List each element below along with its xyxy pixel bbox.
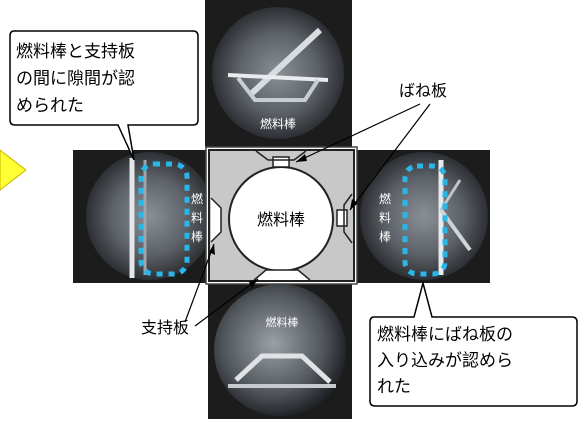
spring-arrow-top (295, 103, 421, 163)
support-plate-label: 支持板 (141, 318, 189, 337)
fuel-rod-label-bottom: 燃料棒 (266, 315, 299, 329)
fuel-rod-left-char-1: 燃 (191, 191, 203, 206)
spring-arrow-right (349, 103, 431, 211)
fuel-rod-left-char-2: 料 (191, 211, 203, 225)
callout-gap-line-2: の間に隙間が認 (16, 69, 135, 89)
callout-gap-line-3: められた (16, 96, 84, 116)
spring-plate-right (336, 209, 348, 227)
callout-insertion-line-2: 入り込みが認めら (377, 351, 513, 371)
fuel-rod-right-char-1: 燃 (379, 191, 391, 206)
support-plate-left (210, 197, 222, 243)
fuel-rod-label-center: 燃料棒 (257, 210, 305, 229)
callout-insertion: 燃料棒にばね板の 入り込みが認めら れた (369, 280, 578, 407)
fuel-rod-right-char-3: 棒 (379, 230, 391, 244)
fuel-rod-right-char-2: 料 (379, 211, 391, 225)
right-camera-view: 燃 料 棒 (357, 150, 490, 283)
support-arrow-left (184, 243, 215, 323)
spring-arrowhead-right (350, 199, 358, 210)
callout-insertion-line-1: 燃料棒にばね板の (377, 325, 513, 345)
bottom-camera-view: 燃料棒 (208, 283, 352, 419)
grid-cell-schematic: 燃料棒 (205, 146, 358, 285)
spring-plate-label: ばね板 (399, 81, 447, 100)
callout-gap: 燃料棒と支持板 の間に隙間が認 められた (9, 30, 199, 161)
support-arrow-bottom (194, 278, 259, 327)
spring-arrowhead-top (296, 154, 307, 162)
yellow-pointer-shape (0, 149, 27, 191)
support-arrowhead-bottom (249, 279, 258, 288)
top-camera-view: 燃料棒 (205, 0, 352, 147)
fuel-rod-left-char-3: 棒 (191, 230, 203, 244)
support-plate-bottom (253, 269, 311, 281)
insertion-highlight-box (402, 163, 448, 277)
left-camera-view: 燃 料 棒 (73, 150, 214, 283)
fuel-rod-label-top: 燃料棒 (260, 116, 296, 131)
callout-insertion-line-3: れた (377, 377, 411, 397)
callout-gap-line-1: 燃料棒と支持板 (16, 42, 135, 62)
support-arrowhead-left (209, 244, 215, 255)
spring-plate-top (272, 156, 290, 168)
